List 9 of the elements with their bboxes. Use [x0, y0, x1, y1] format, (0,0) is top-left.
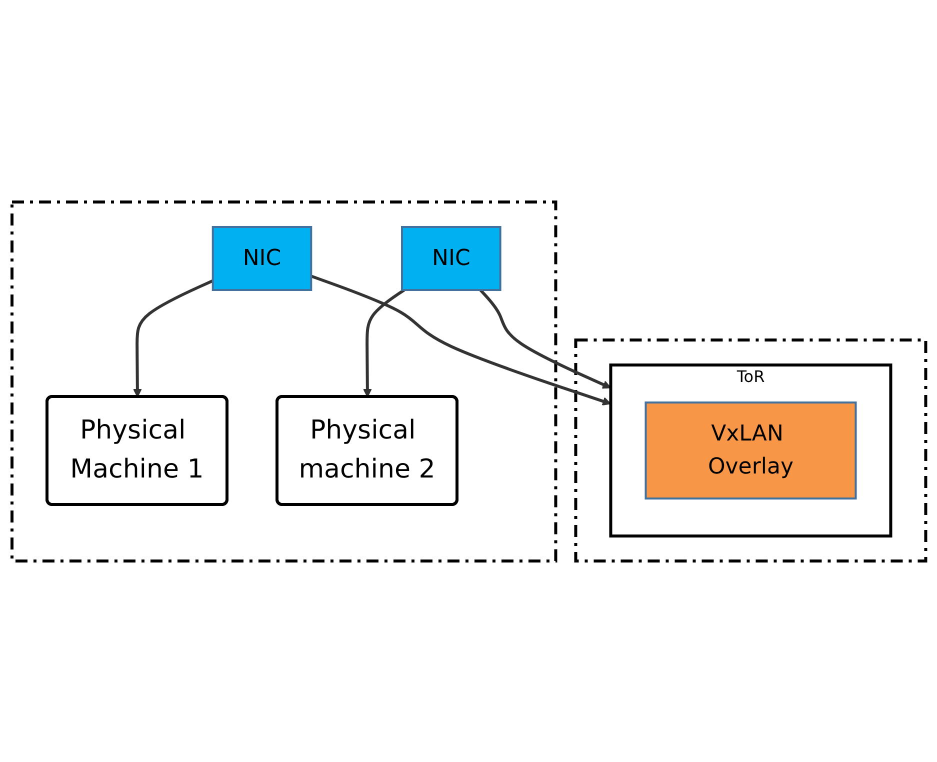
arrow [362, 288, 405, 397]
node-box: NIC [211, 226, 312, 290]
cluster [10, 200, 557, 562]
arrow [310, 274, 611, 405]
node-box: NIC [400, 226, 501, 290]
node-box: VxLAN Overlay [644, 401, 856, 499]
arrow [478, 288, 611, 388]
arrow [132, 278, 214, 397]
cluster [574, 338, 927, 562]
